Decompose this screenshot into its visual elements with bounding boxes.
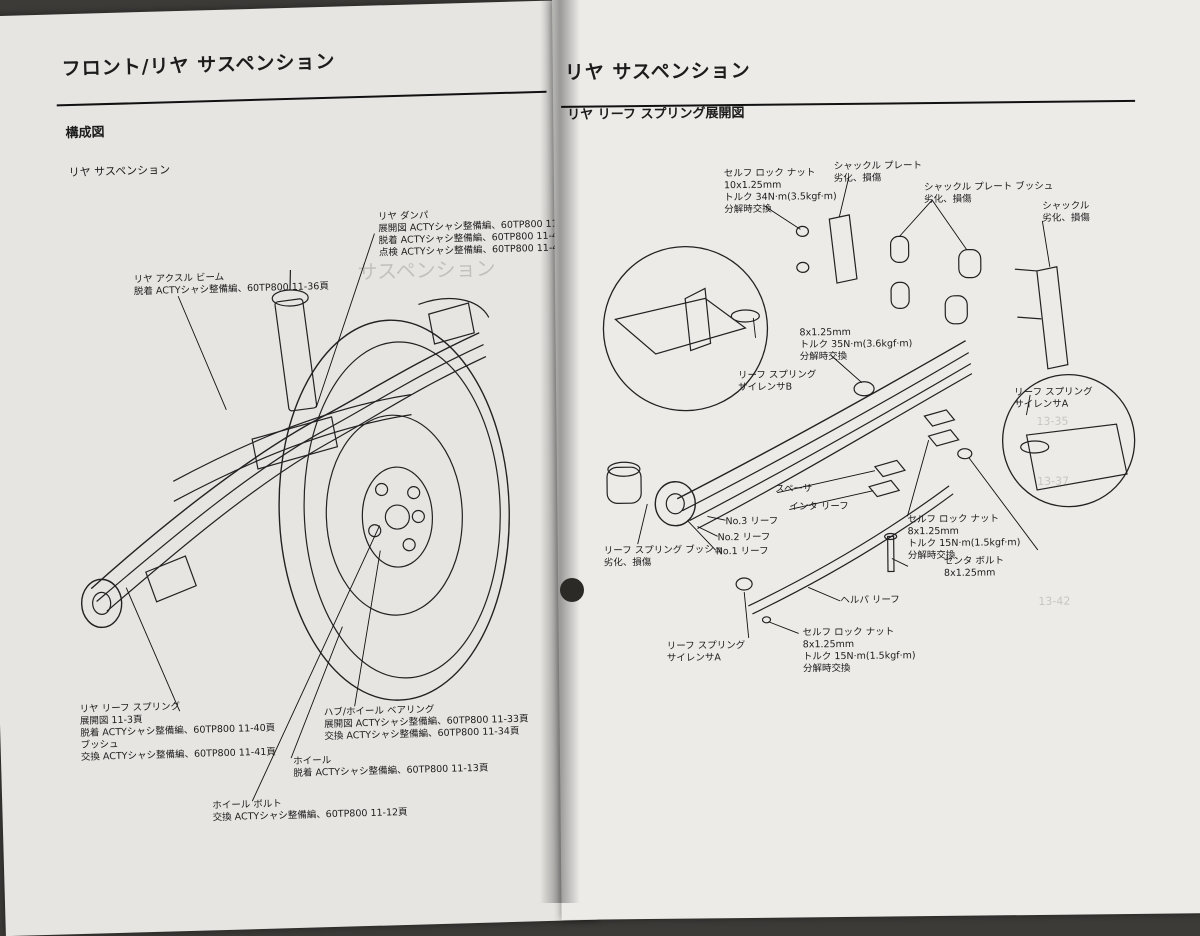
label-helper-leaf: ヘルパ リーフ	[840, 594, 900, 607]
label-spacer: スペーサ	[775, 483, 813, 495]
rear-suspension-diagram: リヤ ダンパ展開図 ACTYシャシ整備編、60TP800 11-42頁脱着 AC…	[0, 0, 582, 823]
label-leaf-spring-silencer-b: リーフ スプリングサイレンサB	[737, 369, 817, 394]
label-shackle-plate: シャックル プレート劣化、損傷	[833, 160, 923, 185]
label-no3-leaf: No.3 リーフ	[725, 515, 779, 528]
right-page: 13-35 13-37 13-42 リヤ サスペンション リヤ リーフ スプリン…	[552, 0, 1200, 920]
binding-hole	[560, 578, 584, 602]
label-rear-leaf-spring: リヤ リーフ スプリング展開図 11-3頁脱着 ACTYシャシ整備編、60TP8…	[79, 701, 277, 764]
label-leaf-spring-silencer-a-right: リーフ スプリングサイレンサA	[1014, 386, 1093, 411]
leaf-spring-exploded-illustration	[602, 176, 1136, 639]
label-shackle: シャックル劣化、損傷	[1042, 200, 1090, 224]
label-leaf-spring-bush: リーフ スプリング ブッシュ劣化、損傷	[603, 544, 724, 569]
label-shackle-plate-bush: シャックル プレート ブッシュ劣化、損傷	[923, 180, 1054, 206]
label-no1-leaf: No.1 リーフ	[715, 545, 769, 558]
rear-suspension-illustration	[80, 233, 510, 802]
label-no2-leaf: No.2 リーフ	[717, 531, 771, 544]
label-hub-bearing: ハブ/ホイール ベアリング展開図 ACTYシャシ整備編、60TP800 11-3…	[323, 704, 529, 743]
label-leaf-spring-silencer-a-left: リーフ スプリングサイレンサA	[666, 640, 746, 664]
left-page: サスペンション フロント/リヤ サスペンション 構成図 リヤ サスペンション	[0, 0, 598, 936]
label-inter-leaf: インタ リーフ	[789, 500, 849, 513]
label-rear-damper: リヤ ダンパ展開図 ACTYシャシ整備編、60TP800 11-42頁脱着 AC…	[377, 210, 583, 259]
